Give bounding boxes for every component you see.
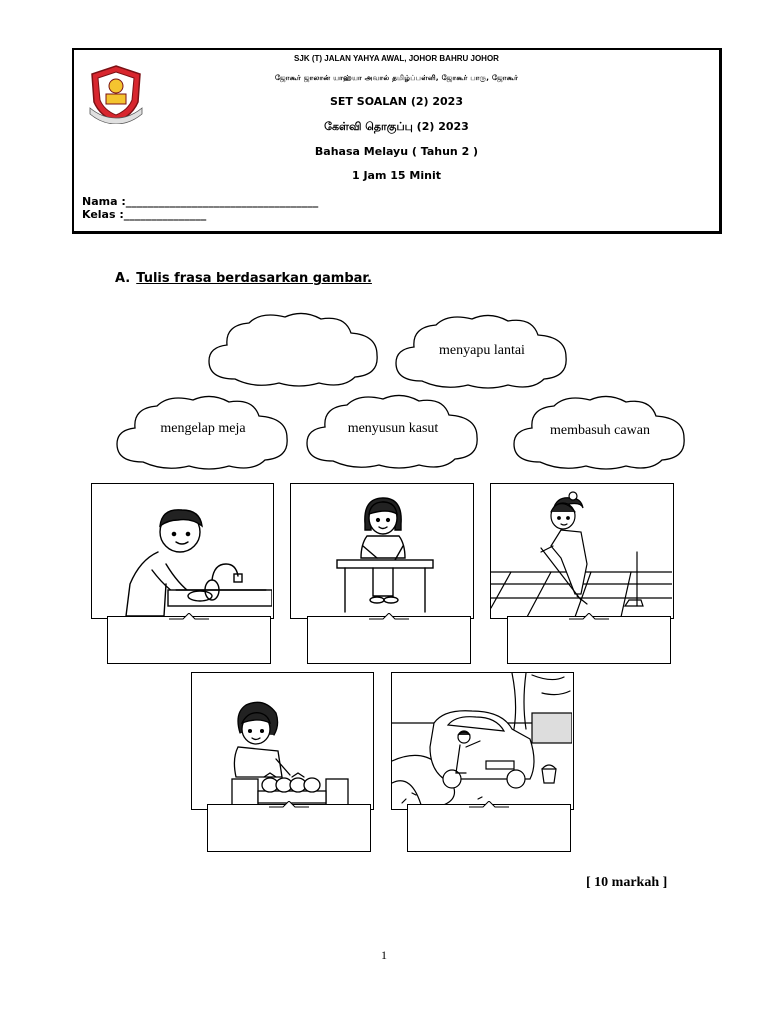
picture-washing-car: [391, 672, 574, 810]
header-box: SJK (T) JALAN YAHYA AWAL, JOHOR BAHRU JO…: [72, 48, 722, 234]
subject-title: Bahasa Melayu ( Tahun 2 ): [314, 145, 479, 158]
cloud-icon: [513, 395, 685, 470]
page-number: 1: [381, 948, 387, 962]
cloud-icon: [208, 312, 378, 387]
picture-wiping-table: [290, 483, 474, 619]
girl-wiping-table-icon: [336, 497, 434, 613]
answer-box-2[interactable]: [307, 613, 471, 664]
notch-icon: [169, 613, 209, 620]
picture-arranging-shoes: [191, 672, 374, 810]
answer-cloud-blank: [205, 309, 383, 389]
section-letter: A.: [115, 271, 131, 286]
boy-washing-car-icon: [391, 672, 573, 809]
cloud-label: mengelap meja: [160, 421, 246, 436]
notch-icon: [369, 613, 409, 620]
notch-icon: [469, 801, 509, 808]
answer-cloud-mengelap: mengelap meja: [113, 390, 293, 472]
cloud-icon: [395, 314, 567, 389]
kelas-field[interactable]: Kelas :_______________: [82, 208, 207, 221]
answer-cloud-menyapu: menyapu lantai: [392, 311, 572, 391]
answer-box-3[interactable]: [507, 613, 671, 664]
answer-cloud-membasuh: membasuh cawan: [510, 390, 690, 472]
set-title-tamil: கேள்வி தொகுப்பு (2) 2023: [324, 120, 469, 133]
answer-box-1[interactable]: [107, 613, 271, 664]
picture-washing-cups: [91, 483, 274, 619]
picture-sweeping-floor: [490, 483, 674, 619]
cloud-icon: [306, 394, 478, 469]
exam-duration: 1 Jam 15 Minit: [351, 169, 441, 182]
cloud-label: membasuh cawan: [550, 423, 650, 438]
nama-field[interactable]: Nama :__________________________________…: [82, 195, 319, 208]
answer-box-4[interactable]: [207, 801, 371, 852]
cloud-label: menyusun kasut: [347, 421, 439, 436]
marks-label: [ 10 markah ]: [586, 875, 668, 890]
set-title: SET SOALAN (2) 2023: [330, 95, 463, 108]
answer-box-5[interactable]: [407, 801, 571, 852]
cloud-icon: [116, 395, 288, 470]
school-logo-icon: [89, 65, 143, 124]
notch-icon: [269, 801, 309, 808]
answer-cloud-menyusun: menyusun kasut: [303, 389, 483, 471]
section-heading: A. Tulis frasa berdasarkan gambar.: [115, 271, 372, 286]
notch-icon: [569, 613, 609, 620]
school-name: SJK (T) JALAN YAHYA AWAL, JOHOR BAHRU JO…: [294, 54, 499, 63]
section-instruction: Tulis frasa berdasarkan gambar.: [136, 271, 372, 286]
cloud-label: menyapu lantai: [439, 343, 525, 358]
girl-sweeping-floor-icon: [490, 491, 673, 618]
girl-arranging-shoes-icon: [231, 701, 349, 808]
school-address-tamil: ஜோகூர் ஜாலான் யாஹ்யா அவால் தமிழ்ப்பள்ளி,…: [274, 74, 519, 82]
boy-washing-cups-icon: [125, 509, 273, 617]
